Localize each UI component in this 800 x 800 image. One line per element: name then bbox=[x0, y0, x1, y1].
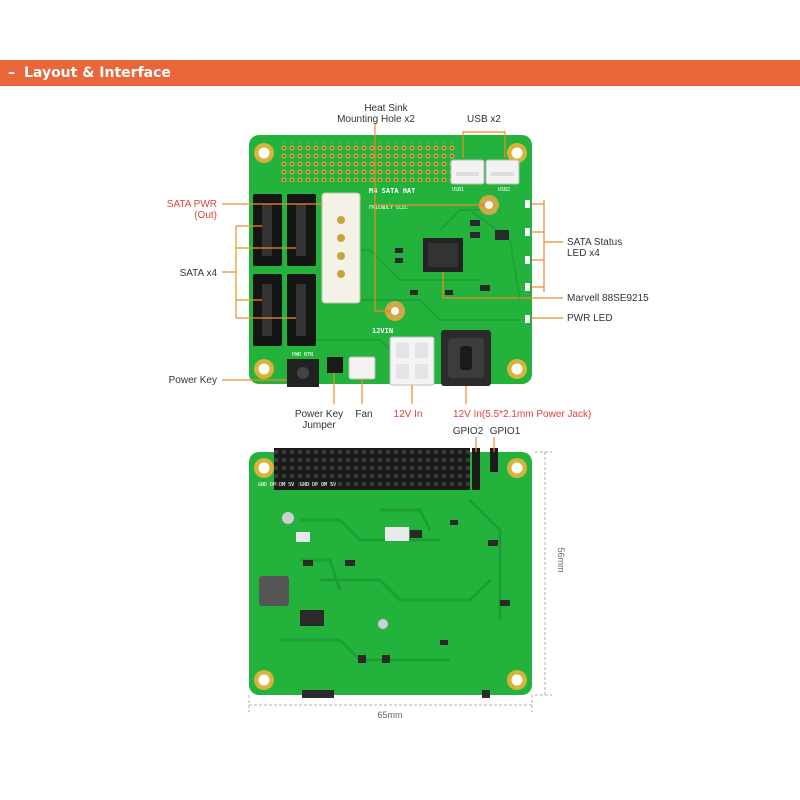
bottom-pcb bbox=[249, 452, 532, 695]
label-power-key-jumper-1: Power Key bbox=[295, 409, 343, 420]
status-leds bbox=[525, 200, 530, 323]
label-power-key: Power Key bbox=[169, 375, 217, 386]
fan-connector bbox=[348, 356, 376, 380]
label-12v-jack: 12V In(5.5*2.1mm Power Jack) bbox=[453, 409, 591, 420]
header-dash: – bbox=[8, 65, 15, 81]
label-12v-in: 12V In bbox=[394, 409, 423, 420]
power-key-jumper bbox=[327, 357, 343, 373]
sata-power-connector bbox=[321, 192, 361, 304]
gpio-header-bottom bbox=[274, 448, 470, 490]
12v-in-connector bbox=[389, 336, 435, 386]
bottom-board: GND DP DM 5V GND DP DM 5V bbox=[249, 448, 532, 698]
dimension-height: 56mm bbox=[556, 547, 566, 572]
mounting-holes-top bbox=[254, 143, 527, 379]
gpio-header-top bbox=[280, 142, 456, 182]
label-sata-x4: SATA x4 bbox=[180, 268, 218, 279]
section-title: Layout & Interface bbox=[24, 65, 171, 81]
label-sata-status-1: SATA Status bbox=[567, 237, 622, 248]
silk-usb2: USB2 bbox=[498, 187, 510, 193]
label-gpio1: GPIO1 bbox=[490, 426, 521, 437]
silk-pins-1: GND DP DM 5V bbox=[258, 482, 294, 488]
label-sata-status-2: LED x4 bbox=[567, 248, 600, 259]
usb-connectors bbox=[450, 159, 520, 185]
label-gpio2: GPIO2 bbox=[453, 426, 484, 437]
label-fan: Fan bbox=[355, 409, 372, 420]
label-heat-sink-1: Heat Sink bbox=[364, 103, 408, 114]
label-sata-pwr-2: (Out) bbox=[194, 210, 217, 221]
silk-usb1: USB1 bbox=[452, 187, 464, 193]
callout-lines bbox=[222, 124, 563, 452]
power-button bbox=[287, 359, 319, 387]
label-sata-pwr-1: SATA PWR bbox=[167, 199, 217, 210]
inductor bbox=[259, 576, 289, 606]
silk-12vin-top: 12VIN bbox=[372, 327, 393, 335]
label-power-key-jumper-2: Jumper bbox=[302, 420, 336, 431]
silk-board-name: M4 SATA HAT bbox=[369, 187, 415, 195]
power-jack bbox=[441, 330, 491, 386]
dimension-lines bbox=[248, 451, 552, 712]
heat-sink-holes bbox=[385, 195, 499, 321]
silk-pwr-btn: PWR BTN bbox=[292, 352, 313, 358]
top-board: USB1 USB2 M4 SATA HAT FRIENDLY ELEC bbox=[249, 135, 532, 387]
mounting-holes-bottom bbox=[254, 458, 527, 690]
label-usb: USB x2 bbox=[467, 114, 501, 125]
dimension-width: 65mm bbox=[377, 710, 402, 720]
label-marvell: Marvell 88SE9215 bbox=[567, 293, 649, 304]
section-header-banner: – Layout & Interface bbox=[0, 60, 800, 86]
gpio2-header bbox=[472, 448, 480, 490]
silk-brand: FRIENDLY ELEC bbox=[369, 205, 408, 211]
label-pwr-led: PWR LED bbox=[567, 313, 613, 324]
top-pcb bbox=[249, 135, 532, 384]
silk-pins-2: GND DP DM 5V bbox=[300, 482, 336, 488]
label-heat-sink-2: Mounting Hole x2 bbox=[337, 114, 415, 125]
gpio1-header bbox=[490, 448, 498, 472]
